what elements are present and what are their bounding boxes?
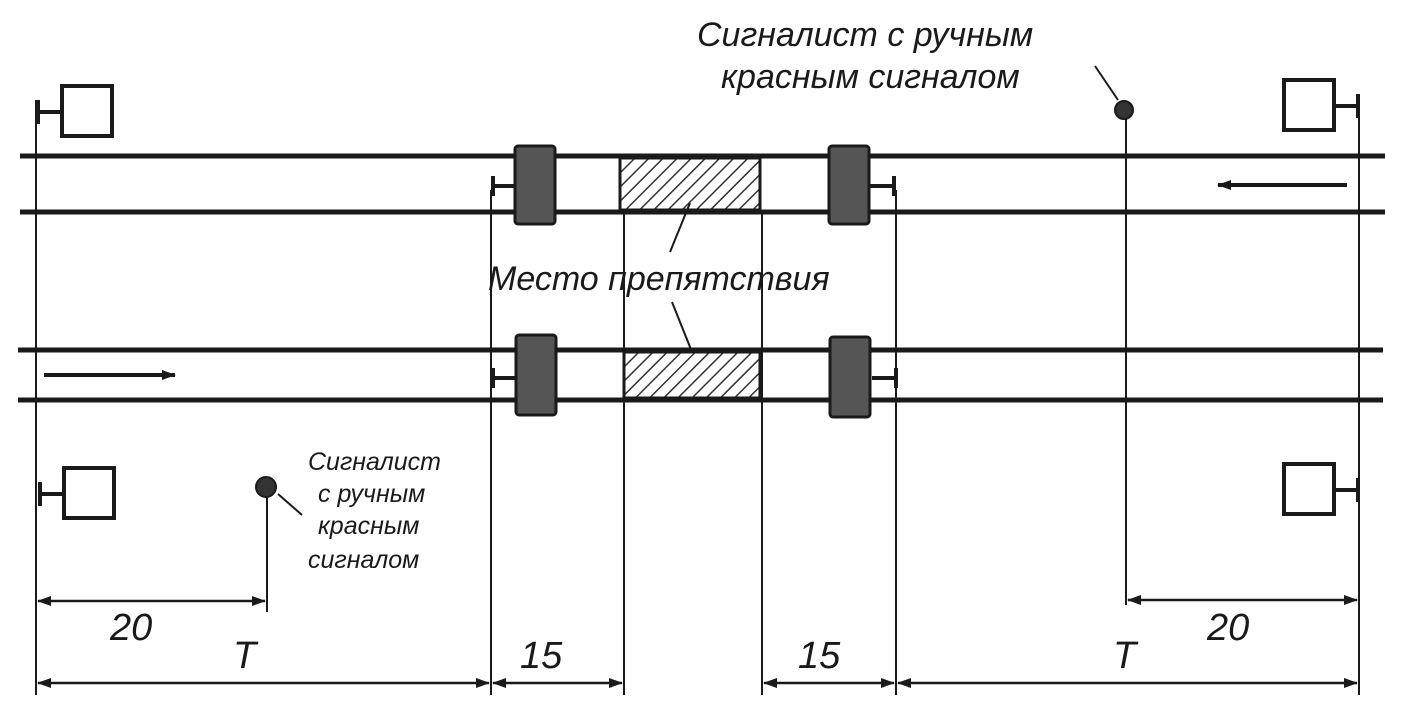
dim-label-right-gap: 15 xyxy=(798,635,841,677)
signalman-bottom-label-line4: сигналом xyxy=(308,546,419,574)
obstacle-area-lower xyxy=(622,350,762,400)
signal-sign-bottom-left xyxy=(38,466,116,520)
dim-label-left-gap: 15 xyxy=(520,635,563,677)
signalman-bottom-left-dot xyxy=(255,476,277,498)
signal-sign-top-left xyxy=(36,84,114,138)
dim-label-right-signalman: 20 xyxy=(1206,607,1249,649)
stop-stand-lower-right xyxy=(872,368,898,388)
obstacle-leader-upper xyxy=(669,202,691,253)
signal-sign-bottom-right xyxy=(1282,462,1360,516)
obstacle-leader-lower xyxy=(671,301,693,353)
signal-sign-top-right xyxy=(1282,78,1360,132)
signalman-bottom-leader xyxy=(277,493,303,516)
dimension-lines xyxy=(37,595,1358,688)
dim-label-left-signalman: 20 xyxy=(109,607,152,649)
signalman-top-label-line1: Сигналист с ручным xyxy=(697,16,1033,54)
stop-stand-upper-right xyxy=(870,176,896,196)
stop-block-upper-left xyxy=(513,144,557,226)
dim-label-right-T: T xyxy=(1113,635,1139,677)
obstacle-area-upper xyxy=(618,156,762,212)
stop-stands xyxy=(491,176,898,388)
stop-block-lower-left xyxy=(514,333,558,417)
stop-block-lower-right xyxy=(828,335,872,419)
stop-signal-blocks xyxy=(513,144,872,419)
lower-track xyxy=(18,347,1383,403)
stop-block-upper-right xyxy=(827,144,871,226)
signalman-top-label-line2: красным сигналом xyxy=(721,58,1020,96)
stop-stand-lower-left xyxy=(491,368,515,388)
upper-track xyxy=(20,153,1385,215)
signalman-bottom-label-line2: с ручным xyxy=(318,480,425,508)
extension-lines xyxy=(35,100,1360,695)
signalman-top-leader xyxy=(1094,65,1119,101)
stop-stand-upper-left xyxy=(491,176,515,196)
signalman-top-right-dot xyxy=(1114,100,1134,120)
signalman-bottom-label-line1: Сигналист xyxy=(308,448,441,476)
signalman-bottom-label-line3: красным xyxy=(318,512,419,540)
dim-label-left-T: T xyxy=(233,635,259,677)
obstacle-label: Место препятствия xyxy=(488,260,830,298)
